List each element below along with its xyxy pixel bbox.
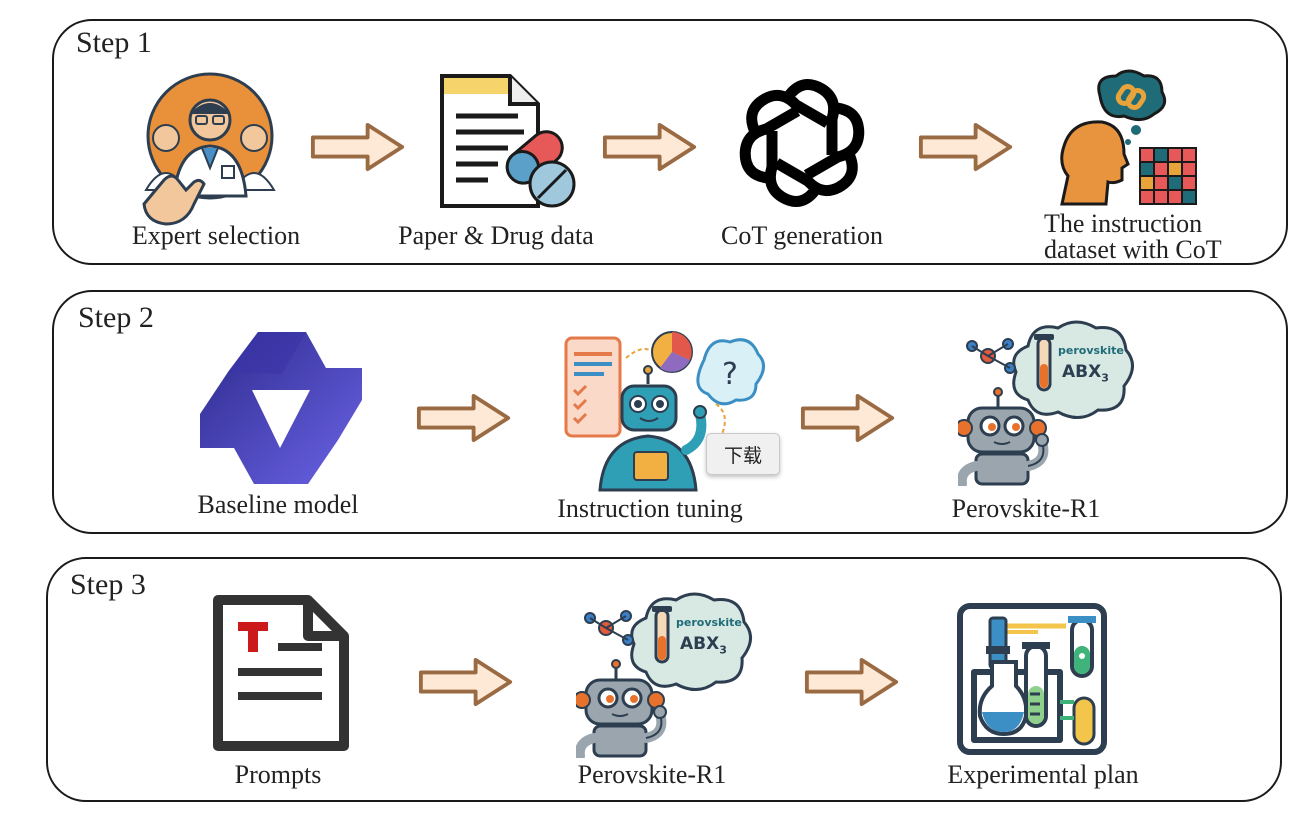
robot-bubble-text-2: ABX3 [1062,362,1109,385]
expert-selection-icon [142,72,276,226]
flow-arrow-icon [416,391,512,445]
thinking-robot-icon: perovskite ABX3 [958,316,1138,486]
flow-arrow-icon [800,391,896,445]
svg-text:?: ? [722,357,738,392]
lab-flask-icon [957,603,1107,755]
flow-arrow-icon [602,120,698,174]
robot-bubble-text-2: ABX3 [680,634,727,657]
robot-bubble-text-1: perovskite [676,616,742,629]
flow-arrow-icon [310,120,406,174]
expert-selection-label: Expert selection [131,221,301,250]
paper-drug-icon [440,74,576,208]
instruction-dataset-label-line2: dataset with CoT [1044,235,1222,264]
robot-bubble-text-1: perovskite [1058,344,1124,357]
instruction-dataset-label-line1: The instruction [1044,209,1203,238]
step-3-title: Step 3 [70,568,146,601]
step-2-title: Step 2 [78,301,154,334]
robot-learning-icon: ? [564,331,765,492]
prompts-label: Prompts [234,760,322,789]
baseline-model-label: Baseline model [197,490,359,519]
flow-arrow-icon [418,655,514,709]
flow-arrow-icon [804,655,900,709]
thinking-robot-icon: perovskite ABX3 [576,588,756,758]
instruction-dataset-label: The instruction dataset with CoT [1044,211,1222,263]
step-1-title: Step 1 [76,26,152,59]
instruction-tuning-label: Instruction tuning [557,494,743,523]
cot-generation-label: CoT generation [721,221,883,250]
openai-logo-icon [739,79,865,207]
flow-arrow-icon [918,120,1014,174]
head-dataset-icon [1060,69,1197,206]
perovskite-r1-label-step3: Perovskite-R1 [577,760,727,789]
text-document-icon [213,595,349,751]
download-tooltip[interactable]: 下载 [706,433,780,475]
paper-drug-label: Paper & Drug data [398,221,594,250]
qwen-logo-icon [200,332,362,484]
perovskite-r1-label-step2: Perovskite-R1 [951,494,1101,523]
experimental-plan-label: Experimental plan [947,760,1139,789]
